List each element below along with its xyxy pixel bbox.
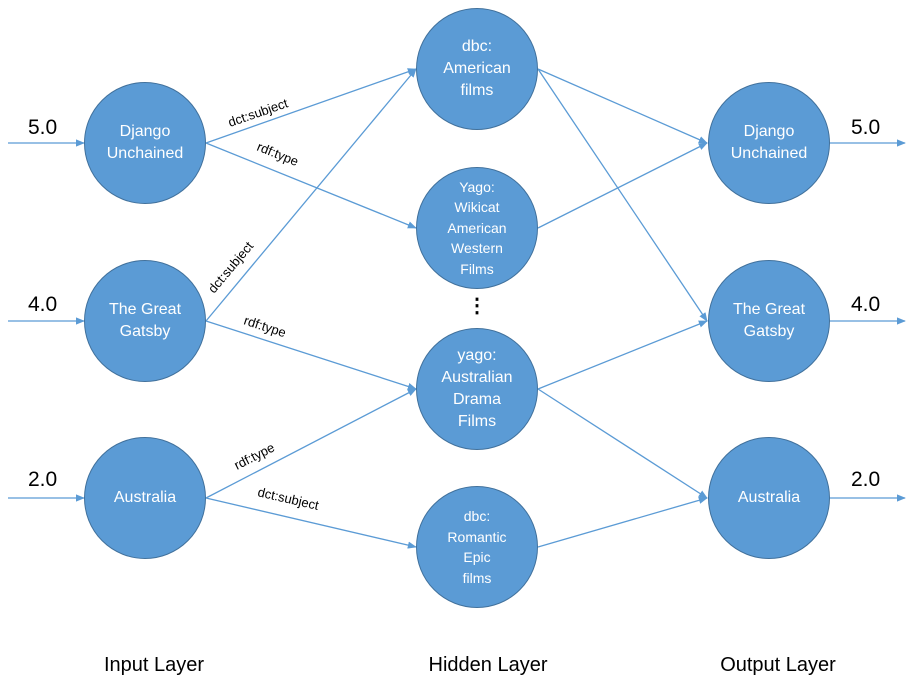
hidden-layer-title: Hidden Layer [428, 654, 548, 676]
input-node-django: Django Unchained [84, 82, 206, 204]
edge-label-australia-australian: rdf:type [232, 440, 277, 473]
output-node-django: Django Unchained [708, 82, 830, 204]
node-label: Australia [113, 489, 177, 506]
output-value-django: 5.0 [851, 116, 881, 139]
hidden-node-western-films: Yago: Wikicat American Western Films [416, 167, 538, 289]
edge-australia-romantic [205, 497, 417, 549]
edge-american-out-gatsby [537, 68, 708, 322]
node-label: The Great Gatsby [732, 301, 806, 340]
input-value-australia: 2.0 [28, 468, 58, 491]
ellipsis-marker: ⋮ [467, 295, 487, 317]
edge-label-gatsby-american: dct:subject [205, 238, 257, 296]
node-label: dbc: American films [443, 38, 511, 99]
hidden-node-romantic-epic: dbc: Romantic Epic films [416, 486, 538, 608]
edge-australian-out-australia [537, 388, 708, 499]
node-label: The Great Gatsby [108, 301, 182, 340]
hidden-node-american-films: dbc: American films [416, 8, 538, 130]
input-layer-title: Input Layer [103, 654, 205, 676]
input-node-australia: Australia [84, 437, 206, 559]
edge-label-django-western: rdf:type [255, 139, 301, 169]
edge-django-american [205, 68, 417, 144]
node-label: Yago: Wikicat American Western Films [447, 178, 507, 277]
node-label: Django Unchained [106, 123, 184, 162]
node-label: Australia [737, 489, 801, 506]
output-node-australia: Australia [708, 437, 830, 559]
node-label: dbc: Romantic Epic films [447, 508, 507, 586]
edge-western-out-django [537, 142, 708, 229]
edge-australian-out-gatsby [537, 320, 708, 390]
input-node-gatsby: The Great Gatsby [84, 260, 206, 382]
edge-romantic-out-australia [537, 496, 708, 548]
edge-australia-australian [205, 388, 417, 499]
output-node-gatsby: The Great Gatsby [708, 260, 830, 382]
edge-label-gatsby-australian: rdf:type [242, 313, 288, 341]
output-value-australia: 2.0 [851, 468, 881, 491]
input-value-gatsby: 4.0 [28, 293, 58, 316]
edge-gatsby-american [205, 68, 417, 322]
edge-django-western [205, 142, 417, 229]
hidden-node-australian-drama: yago: Australian Drama Films [416, 328, 538, 450]
edge-gatsby-australian [205, 320, 417, 390]
node-label: Django Unchained [730, 123, 808, 162]
edge-american-out-django [537, 68, 708, 144]
output-layer-title: Output Layer [720, 654, 836, 676]
edge-label-australia-romantic: dct:subject [256, 484, 320, 513]
output-value-gatsby: 4.0 [851, 293, 881, 316]
node-label: yago: Australian Drama Films [441, 347, 513, 430]
input-value-django: 5.0 [28, 116, 58, 139]
